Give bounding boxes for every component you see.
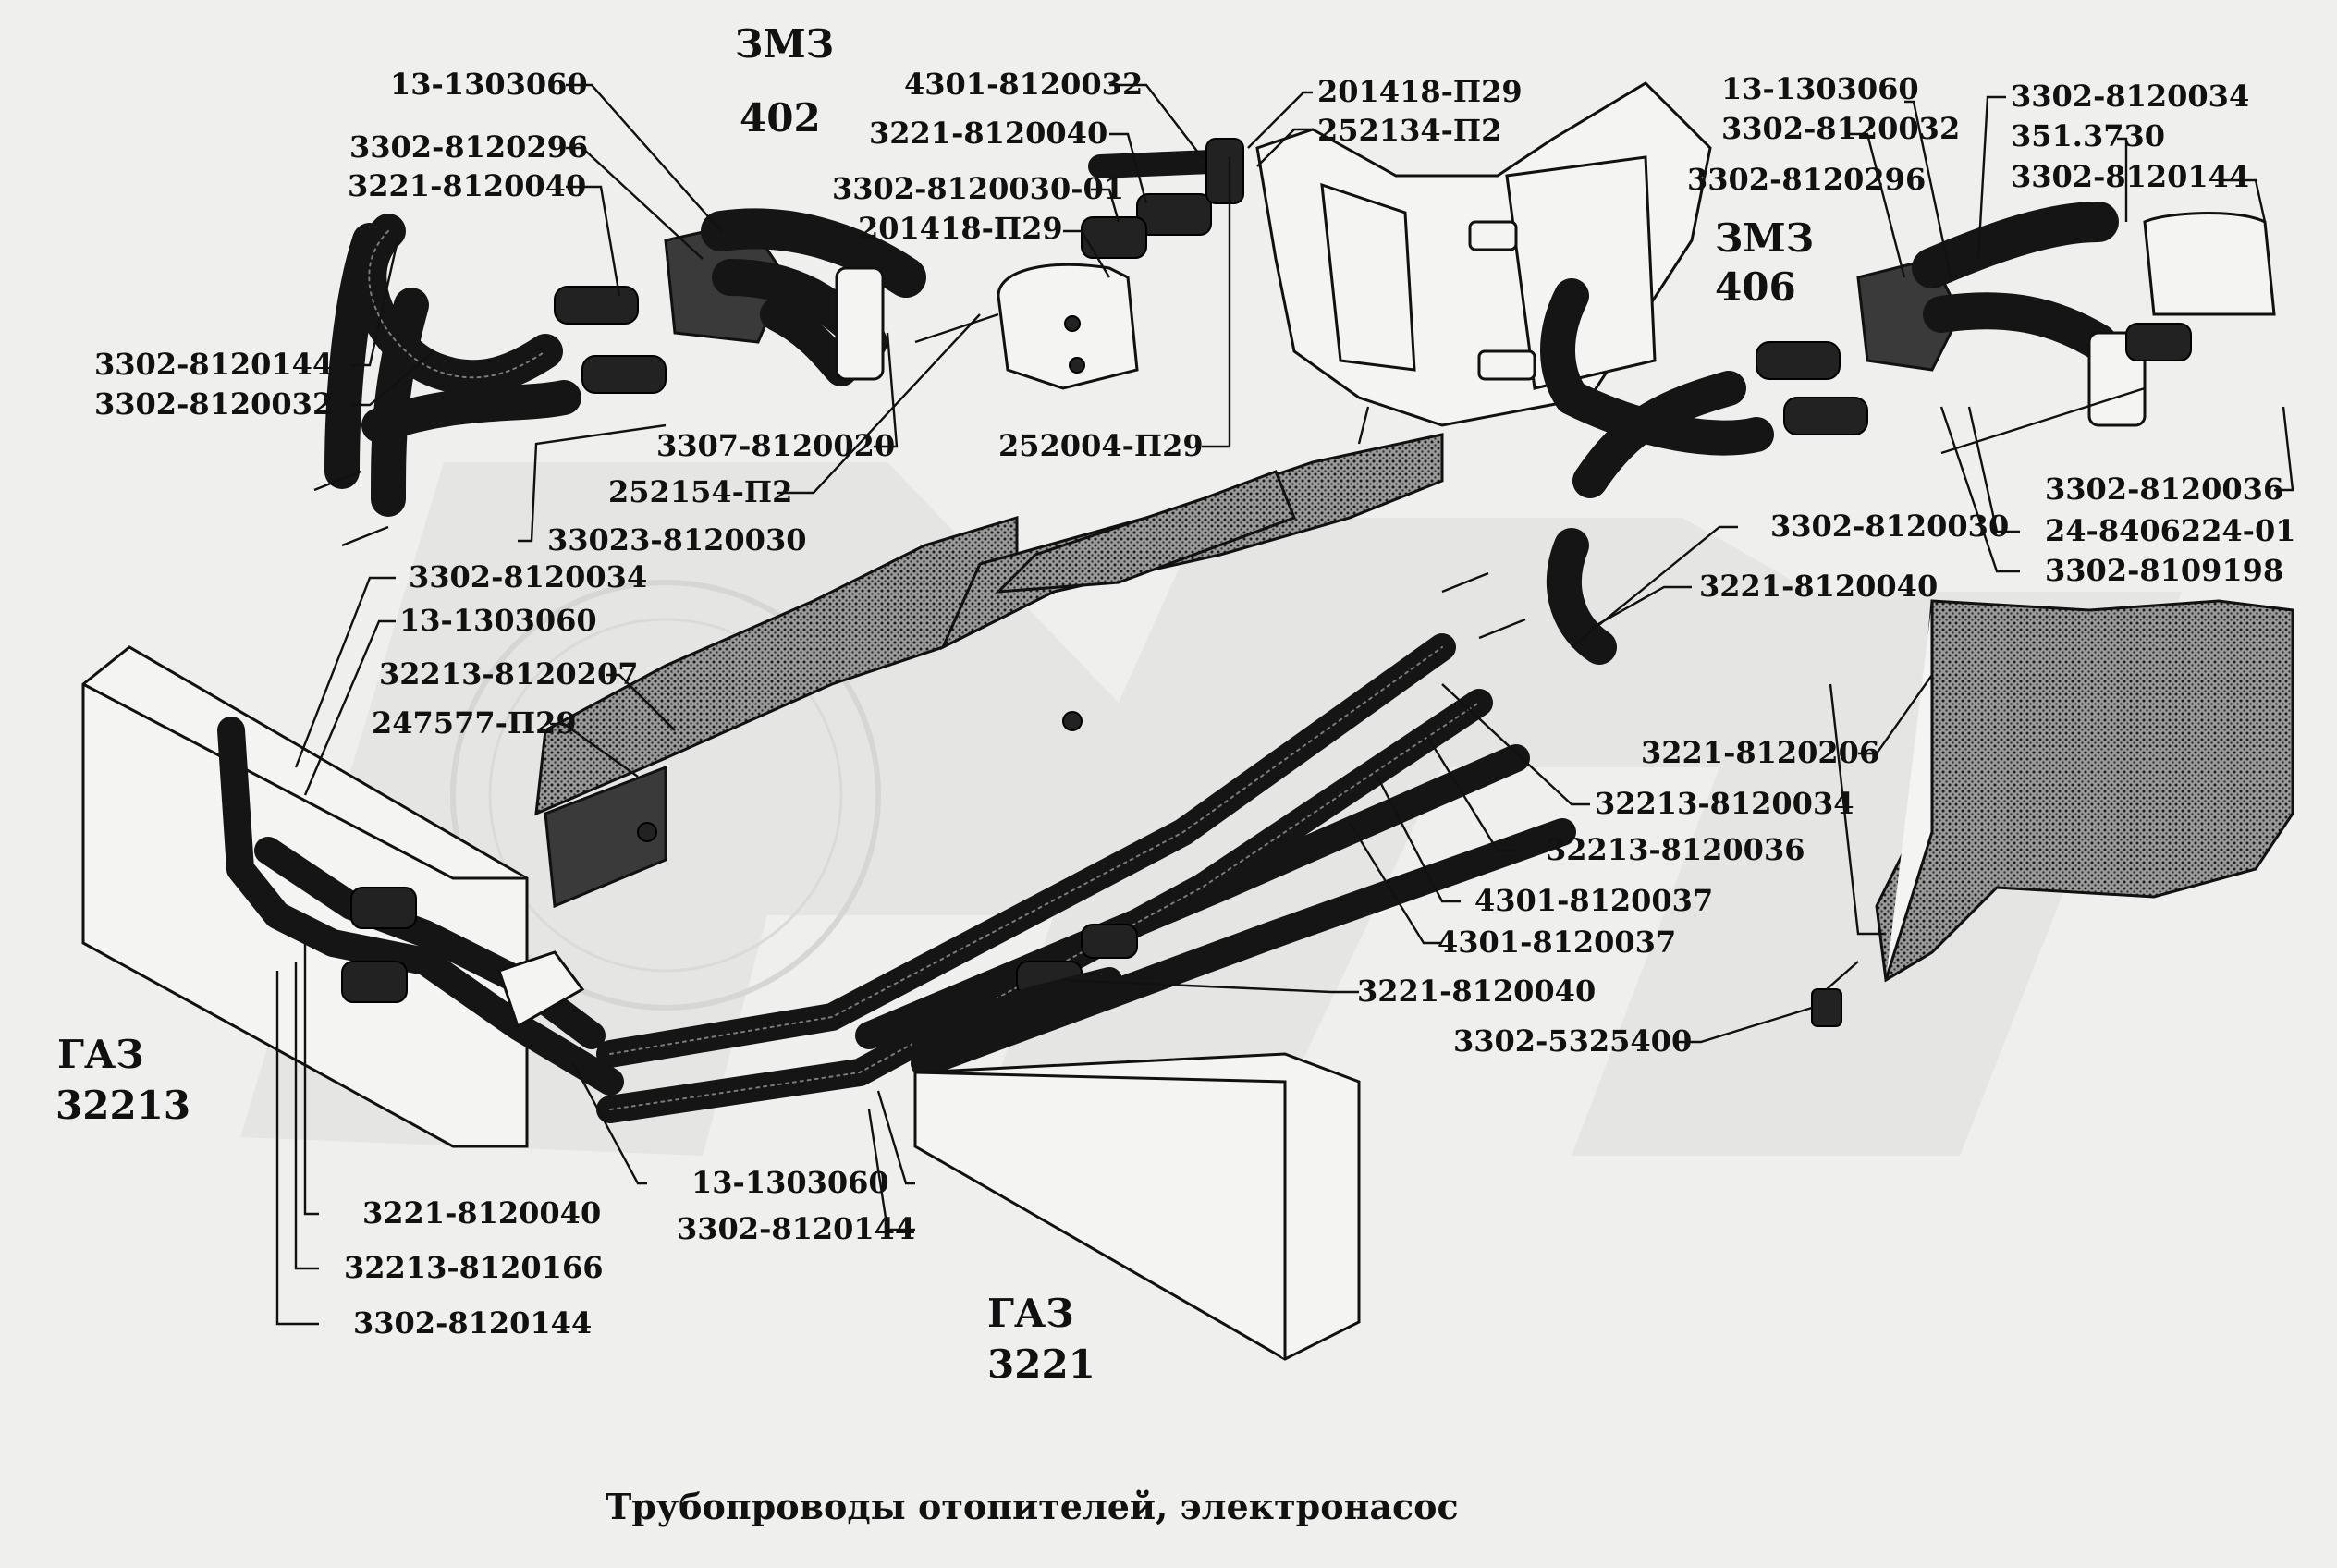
title-zmz406-line2: 406 (1715, 264, 1796, 310)
part-label: 3302-8109198 (2045, 553, 2283, 588)
gaz32213-body (81, 645, 624, 1148)
part-label: 351.3730 (2011, 118, 2165, 153)
part-label: 3302-8120296 (1687, 162, 1926, 197)
part-label: 252004-П29 (998, 428, 1204, 463)
diagram-caption: Трубопроводы отопителей, электронасос (606, 1486, 1459, 1527)
part-label: 13-1303060 (390, 67, 588, 102)
part-label: 252154-П2 (608, 474, 792, 509)
part-label: 32213-8120166 (344, 1250, 603, 1285)
part-label: 3302-8120144 (353, 1305, 592, 1341)
part-label: 3302-8120032 (94, 386, 333, 422)
part-label: 3302-8120032 (1721, 111, 1960, 146)
part-label: 4301-8120037 (1438, 925, 1676, 960)
zmz406-assembly (1540, 202, 2276, 665)
part-label: 3221-8120040 (869, 116, 1107, 151)
part-label: 3302-8120036 (2045, 472, 2283, 507)
floor-pipelines (596, 633, 1576, 1123)
part-label: 32213-8120034 (1595, 786, 1854, 821)
title-zmz402-line1: ЗМЗ (735, 21, 834, 67)
title-gaz32213-line2: 32213 (55, 1083, 190, 1128)
title-zmz402-line2: 402 (740, 95, 821, 141)
part-label: 3302-8120144 (2011, 159, 2249, 194)
title-gaz3221-line1: ГАЗ (987, 1291, 1074, 1336)
part-label: 3221-8120040 (348, 168, 586, 203)
part-label: 3307-8120020 (656, 428, 895, 463)
part-label: 201418-П29 (858, 211, 1063, 246)
gaz3221-body (912, 967, 1361, 1361)
part-label: 13-1303060 (691, 1165, 889, 1200)
flow-arrows (313, 470, 1526, 640)
part-label: 3302-8120296 (349, 129, 588, 165)
engine-block-outline (1255, 81, 1712, 445)
part-label: 201418-П29 (1317, 74, 1523, 109)
part-label: 3302-8120144 (94, 347, 333, 382)
part-label: 32213-8120207 (379, 656, 638, 692)
part-number-labels: 13-1303060 3302-8120296 3221-8120040 330… (94, 67, 2295, 1341)
part-label: 3302-8120034 (2011, 79, 2249, 114)
part-label: 4301-8120037 (1474, 883, 1713, 918)
part-label: 13-1303060 (399, 603, 597, 638)
zmz402-assembly (324, 138, 1244, 517)
heater-shroud (534, 433, 1444, 909)
part-label: 247577-П29 (372, 705, 577, 741)
part-label: 3221-8120040 (1357, 974, 1596, 1009)
part-label: 3221-8120040 (1699, 569, 1938, 604)
leader-lines (275, 83, 2294, 1326)
part-label: 3302-5325400 (1453, 1023, 1692, 1059)
part-label: 3302-8120144 (677, 1211, 915, 1246)
group-titles: ЗМЗ 402 ЗМЗ 406 ГАЗ 32213 ГАЗ 3221 (55, 21, 1814, 1387)
part-label: 3221-8120206 (1641, 735, 1879, 770)
title-zmz406-line1: ЗМЗ (1715, 215, 1814, 261)
part-label: 252134-П2 (1317, 113, 1501, 148)
part-label: 24-8406224-01 (2045, 513, 2295, 548)
part-label: 3302-8120030-01 (832, 171, 1124, 206)
part-label: 4301-8120032 (904, 67, 1143, 102)
part-label: 33023-8120030 (547, 522, 806, 557)
part-label: 3221-8120040 (362, 1195, 601, 1231)
title-gaz32213-line1: ГАЗ (57, 1032, 144, 1077)
part-label: 13-1303060 (1721, 71, 1919, 106)
title-gaz3221-line2: 3221 (987, 1341, 1095, 1387)
part-label: 3302-8120034 (409, 559, 647, 594)
part-label: 32213-8120036 (1546, 832, 1805, 867)
heater-cover-right (1875, 599, 2294, 983)
part-label: 3302-8120030 (1770, 508, 2009, 544)
